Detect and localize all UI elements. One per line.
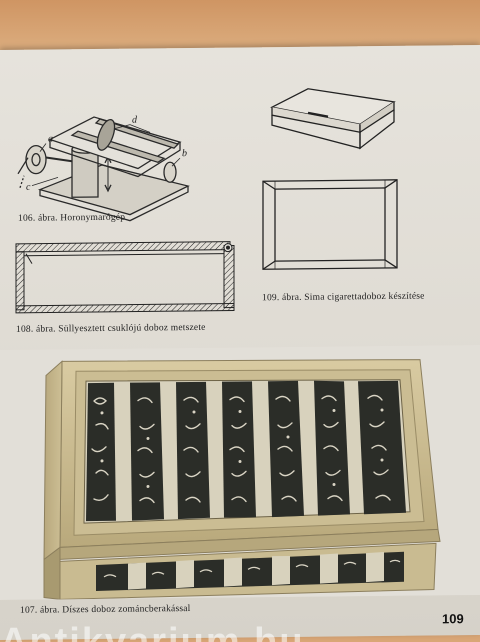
fig106-label-c: c [26, 182, 31, 193]
book-page: d a b c 106. ábra. Horonymarógép 109. áb… [0, 44, 480, 640]
fig107-caption: 107. ábra. Díszes doboz zománcberakással [20, 604, 191, 616]
watermark-text: Antikvarium.hu [0, 621, 305, 642]
fig106-label-d: d [132, 115, 138, 126]
figure-108-hinge-section [15, 241, 235, 314]
figure-106-milling-machine: d a b c [17, 115, 190, 222]
fig106-label-b: b [182, 148, 187, 159]
figure-109-box-perspective [270, 88, 396, 150]
fig108-caption: 108. ábra. Süllyesztett csuklójú doboz m… [16, 322, 206, 335]
fig109-caption: 109. ábra. Sima cigarettadoboz készítése [262, 291, 425, 304]
figure-109-box-net [262, 179, 398, 270]
figure-107-enamel-box-photo [0, 344, 480, 600]
fig106-label-a: a [48, 133, 53, 144]
watermark: Antikvarium.hu [0, 618, 480, 642]
fig106-caption: 106. ábra. Horonymarógép [18, 212, 126, 224]
